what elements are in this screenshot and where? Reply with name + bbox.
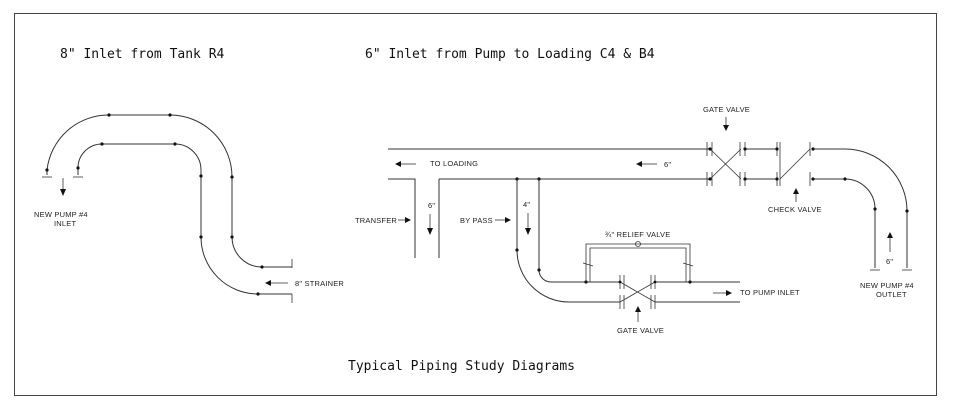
main-6in-label: 6" bbox=[664, 160, 671, 169]
check-valve-arrow bbox=[793, 188, 799, 202]
pipe-joint bbox=[107, 113, 111, 117]
bypass-size-label: 4" bbox=[523, 200, 530, 209]
bypass-down-arrow bbox=[525, 213, 531, 235]
pipe-joint bbox=[230, 235, 234, 239]
outlet-up-arrow bbox=[887, 232, 893, 252]
bypass-pipe bbox=[515, 179, 740, 303]
check-valve bbox=[776, 142, 811, 186]
transfer-arrow bbox=[398, 217, 411, 223]
top-gate-valve-arrow bbox=[723, 117, 729, 131]
relief-valve-label: ¾" RELIEF VALVE bbox=[605, 230, 670, 239]
check-valve-label: CHECK VALVE bbox=[768, 205, 822, 214]
left-pipe-inner-wall bbox=[77, 143, 292, 295]
pipe-joint bbox=[100, 142, 104, 146]
pipe-joint bbox=[256, 292, 260, 296]
pipe-joint bbox=[173, 142, 177, 146]
left-pipe-outer-wall bbox=[46, 114, 292, 268]
outlet-new-pump-label-line2: OUTLET bbox=[876, 290, 907, 299]
pipe-joint bbox=[199, 174, 203, 178]
sheet-border bbox=[14, 13, 937, 396]
left-flow-down-arrow bbox=[60, 178, 66, 196]
strainer-flow-arrow bbox=[265, 280, 288, 286]
left-new-pump-label-line1: NEW PUMP #4 bbox=[34, 210, 88, 219]
transfer-label: TRANSFER bbox=[355, 216, 397, 225]
to-pump-inlet-arrow bbox=[713, 290, 732, 296]
outlet-new-pump-label-line1: NEW PUMP #4 bbox=[860, 281, 914, 290]
pipe-joint bbox=[76, 166, 80, 170]
to-pump-inlet-label: TO PUMP INLET bbox=[740, 288, 800, 297]
bottom-gate-valve-label: GATE VALVE bbox=[617, 326, 664, 335]
transfer-down-arrow bbox=[427, 214, 433, 235]
to-loading-label: TO LOADING bbox=[430, 159, 478, 168]
pipe-joint bbox=[230, 175, 234, 179]
transfer-size-label: 6" bbox=[428, 201, 435, 210]
top-gate-valve bbox=[706, 142, 746, 186]
pipe-joint bbox=[45, 168, 49, 172]
relief-valve-line bbox=[582, 241, 694, 282]
left-new-pump-label-line2: INLET bbox=[54, 219, 76, 228]
loading-header-pipe bbox=[388, 148, 710, 258]
strainer-label: 8" STRAINER bbox=[295, 279, 344, 288]
pipe-joint bbox=[260, 265, 264, 269]
diagram-caption: Typical Piping Study Diagrams bbox=[348, 359, 575, 374]
outlet-elbow-pipe bbox=[813, 148, 912, 271]
top-gate-valve-label: GATE VALVE bbox=[703, 105, 750, 114]
bottom-gate-valve-arrow bbox=[635, 306, 641, 322]
relief-valve-symbol bbox=[635, 241, 641, 247]
pipe-joint bbox=[199, 235, 203, 239]
to-loading-arrow bbox=[395, 161, 416, 167]
right-diagram-title: 6" Inlet from Pump to Loading C4 & B4 bbox=[365, 47, 655, 62]
left-diagram-title: 8" Inlet from Tank R4 bbox=[60, 47, 225, 62]
pipe-joint bbox=[168, 113, 172, 117]
left-pipe-run bbox=[42, 113, 293, 303]
outlet-size-label: 6" bbox=[886, 257, 893, 266]
main-6in-arrow bbox=[636, 161, 657, 167]
by-pass-label: BY PASS bbox=[460, 216, 493, 225]
bottom-gate-valve bbox=[618, 275, 657, 309]
by-pass-arrow bbox=[495, 217, 511, 223]
